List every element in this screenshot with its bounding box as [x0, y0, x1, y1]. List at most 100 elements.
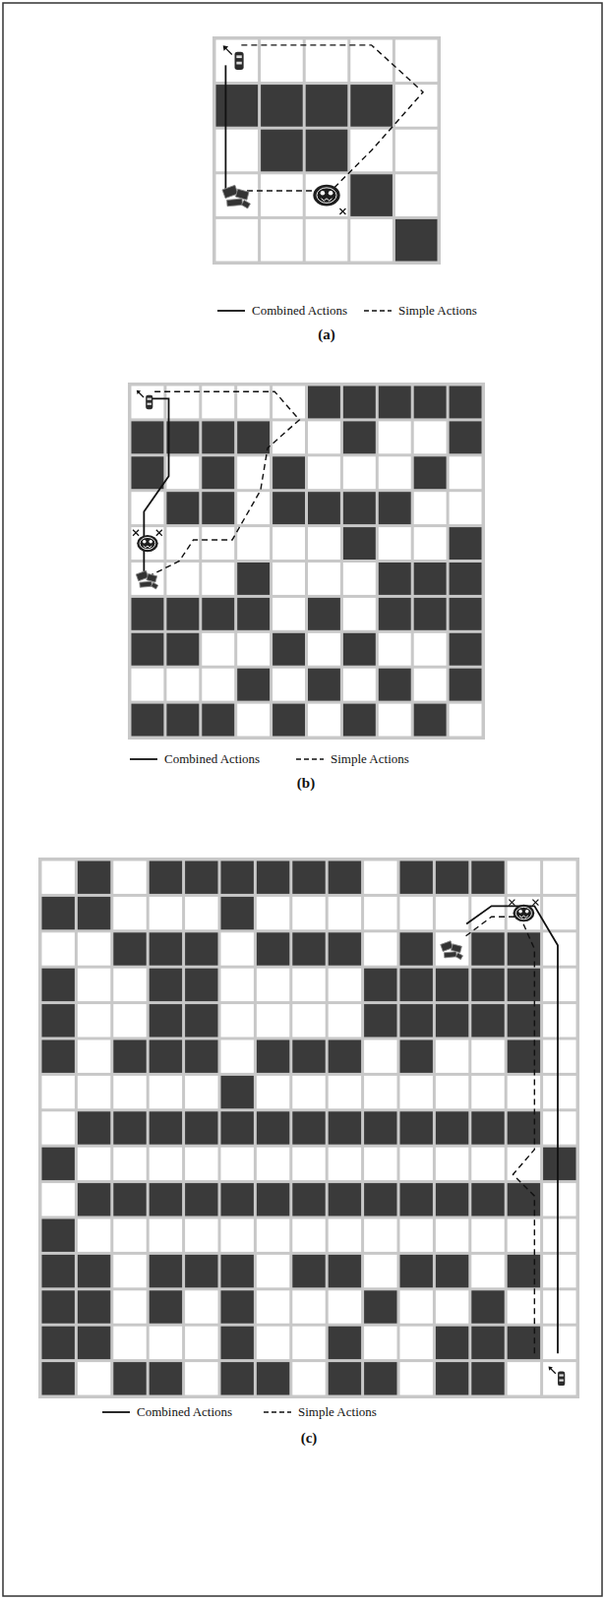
obstacle-cell — [221, 1290, 254, 1324]
free-cell — [543, 897, 576, 930]
obstacle-cell — [201, 456, 235, 489]
obstacle-cell — [42, 1219, 75, 1253]
free-cell — [435, 1076, 469, 1109]
obstacle-cell — [328, 1040, 362, 1074]
free-cell — [395, 174, 438, 217]
free-cell — [395, 129, 438, 173]
x-mark — [532, 900, 539, 907]
x-mark — [156, 530, 163, 537]
free-cell — [471, 1255, 504, 1288]
simple-path — [151, 391, 301, 576]
obstacle-cell — [435, 1255, 469, 1288]
obstacle-cell — [363, 1362, 397, 1395]
obstacle-cell — [77, 897, 111, 930]
obstacle-cell — [42, 1040, 75, 1074]
obstacle-cell — [42, 1290, 75, 1324]
obstacle-cell — [543, 1148, 576, 1181]
combined-path — [224, 64, 227, 191]
obstacle-cell — [400, 1255, 433, 1288]
free-cell — [221, 968, 254, 1002]
free-cell — [378, 704, 412, 737]
free-cell — [307, 421, 341, 454]
free-cell — [471, 1148, 504, 1181]
free-cell — [292, 1290, 325, 1324]
obstacle-cell — [471, 1004, 504, 1037]
free-cell — [543, 1219, 576, 1253]
obstacle-cell — [166, 421, 199, 454]
obstacle-cell — [221, 1076, 254, 1109]
free-cell — [131, 386, 165, 420]
free-cell — [272, 668, 305, 702]
obstacle-cell — [307, 598, 341, 631]
obstacle-cell — [400, 968, 433, 1002]
obstacle-cell — [328, 1327, 362, 1360]
free-cell — [237, 456, 270, 489]
obstacle-cell — [307, 386, 341, 420]
obstacle-cell — [328, 861, 362, 895]
panel-label: (c) — [301, 1430, 318, 1448]
free-cell — [449, 704, 483, 737]
grid-border — [127, 382, 485, 740]
simple-path — [241, 45, 424, 191]
obstacle-cell — [307, 491, 341, 525]
free-cell — [449, 491, 483, 525]
obstacle-cell — [395, 219, 438, 262]
legend-text: Simple Actions — [298, 1404, 377, 1421]
free-cell — [414, 633, 447, 666]
obstacle-cell — [292, 932, 325, 966]
free-cell — [543, 1111, 576, 1145]
free-cell — [77, 1148, 111, 1181]
free-cell — [113, 897, 146, 930]
free-cell — [543, 1040, 576, 1074]
free-cell — [77, 1004, 111, 1037]
obstacle-cell — [449, 562, 483, 596]
free-cell — [260, 174, 303, 217]
obstacle-cell — [166, 704, 199, 737]
free-cell — [471, 1219, 504, 1253]
obstacle-cell — [184, 1004, 218, 1037]
free-cell — [292, 1076, 325, 1109]
obstacle-cell — [77, 1290, 111, 1324]
obstacle-cell — [131, 704, 165, 737]
monster-icon — [136, 535, 159, 552]
free-cell — [507, 1219, 541, 1253]
obstacle-cell — [378, 668, 412, 702]
free-cell — [184, 1362, 218, 1395]
obstacle-cell — [113, 1183, 146, 1216]
free-cell — [543, 1183, 576, 1216]
obstacle-cell — [435, 861, 469, 895]
free-cell — [77, 932, 111, 966]
obstacle-cell — [77, 1255, 111, 1288]
obstacle-cell — [184, 968, 218, 1002]
obstacle-cell — [292, 1183, 325, 1216]
free-cell — [256, 897, 290, 930]
free-cell — [77, 1362, 111, 1395]
free-cell — [272, 562, 305, 596]
obstacle-cell — [363, 1290, 397, 1324]
free-cell — [221, 1040, 254, 1074]
free-cell — [507, 1290, 541, 1324]
free-cell — [131, 562, 165, 596]
free-cell — [237, 491, 270, 525]
free-cell — [113, 1327, 146, 1360]
obstacle-cell — [400, 861, 433, 895]
legend-line-sample — [363, 305, 392, 316]
obstacle-cell — [435, 1111, 469, 1145]
legend-line-sample — [129, 754, 158, 765]
free-cell — [414, 668, 447, 702]
free-cell — [292, 1327, 325, 1360]
obstacle-cell — [201, 491, 235, 525]
legend-text: Combined Actions — [164, 751, 260, 768]
obstacle-cell — [400, 1004, 433, 1037]
free-cell — [328, 1076, 362, 1109]
obstacle-cell — [113, 1362, 146, 1395]
free-cell — [400, 1076, 433, 1109]
free-cell — [113, 861, 146, 895]
obstacle-cell — [221, 861, 254, 895]
obstacle-cell — [77, 1327, 111, 1360]
free-cell — [363, 1219, 397, 1253]
monster-icon — [512, 905, 535, 922]
legend-entry: Simple Actions — [296, 751, 410, 768]
free-cell — [507, 1076, 541, 1109]
